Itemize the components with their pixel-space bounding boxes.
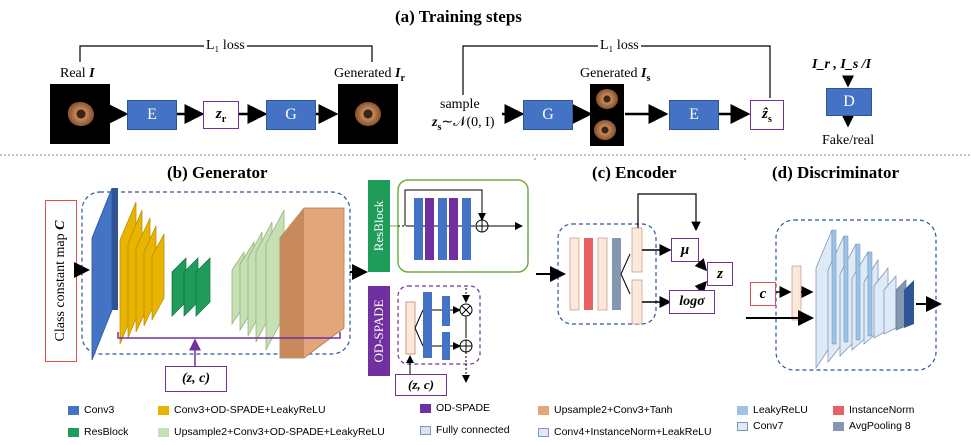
cell-image-icon	[594, 120, 616, 140]
legend-item: Conv4+InstanceNorm+LeakReLU	[538, 426, 712, 438]
real-image	[50, 84, 110, 144]
legend-swatch	[737, 421, 748, 431]
encoder-diagram	[536, 193, 707, 325]
generator-diagram	[74, 179, 529, 383]
legend-swatch	[158, 427, 169, 437]
generator-title: (b) Generator	[167, 163, 268, 182]
sample-label: sample	[440, 97, 480, 112]
legend-swatch	[158, 405, 169, 415]
training-title: (a) Training steps	[395, 7, 522, 26]
legend-item: Conv3+OD-SPADE+LeakyReLU	[158, 404, 326, 416]
odspade-tag: OD-SPADE	[368, 286, 390, 376]
legend-swatch	[420, 425, 431, 435]
discriminator-diagram	[746, 219, 942, 371]
legend-swatch	[68, 427, 79, 437]
generator-block-2: G	[523, 100, 573, 130]
sample-formula: zs∼𝒩(0, I)	[432, 115, 495, 133]
cell-image-icon	[355, 102, 381, 126]
c-box: c	[750, 282, 776, 306]
legend-item: Upsample2+Conv3+Tanh	[538, 404, 673, 416]
discriminator-inputs: I_r , I_s /I	[812, 57, 872, 72]
cell-image-icon	[596, 89, 618, 109]
class-map-box: Class constant map C	[45, 200, 77, 362]
encoder-block-2: E	[669, 100, 719, 130]
discriminator-block: D	[826, 88, 872, 116]
zs-hat-box: ẑs	[750, 100, 784, 130]
legend-item: OD-SPADE	[420, 402, 490, 414]
legend-item: ResBlock	[68, 426, 128, 438]
encoder-title: (c) Encoder	[592, 163, 677, 182]
legend-swatch	[737, 405, 748, 415]
legend-item: Upsample2+Conv3+OD-SPADE+LeakyReLU	[158, 426, 385, 438]
discriminator-title: (d) Discriminator	[772, 163, 900, 182]
legend-swatch	[68, 405, 79, 415]
z-box: z	[707, 262, 733, 286]
legend-swatch	[420, 403, 431, 413]
legend-item: Conv7	[737, 420, 783, 432]
zc-box: (z, c)	[165, 366, 227, 392]
generator-block-1: G	[266, 100, 316, 130]
generated-s-image	[590, 84, 624, 146]
cell-image-icon	[68, 102, 94, 126]
real-image-label: Real I	[60, 66, 95, 81]
odspade-label: OD-SPADE	[371, 299, 386, 363]
legend-item: LeakyReLU	[737, 404, 808, 416]
loss-label-1: L₁ loss	[204, 38, 247, 54]
legend-item: AvgPooling 8	[833, 420, 911, 432]
legend-item: Conv3	[68, 404, 114, 416]
legend-swatch	[538, 427, 549, 437]
zc-box-2: (z, c)	[395, 374, 447, 396]
logsigma-box: logσ	[669, 290, 715, 314]
resblock-tag: ResBlock	[368, 180, 390, 272]
generated-r-label: Generated Ir	[334, 66, 405, 84]
zr-box: zr	[203, 101, 239, 129]
legend-swatch	[833, 421, 844, 431]
legend-swatch	[538, 405, 549, 415]
mu-box: μ	[671, 238, 699, 262]
generated-r-image	[338, 84, 398, 144]
legend-item: Fully connected	[420, 424, 510, 436]
loss-label-2: L₁ loss	[598, 38, 641, 54]
encoder-block-1: E	[127, 100, 177, 130]
generated-s-label: Generated Is	[580, 66, 651, 84]
legend-item: InstanceNorm	[833, 404, 914, 416]
fake-real-label: Fake/real	[822, 133, 875, 148]
legend-swatch	[833, 405, 844, 415]
resblock-label: ResBlock	[371, 200, 386, 252]
